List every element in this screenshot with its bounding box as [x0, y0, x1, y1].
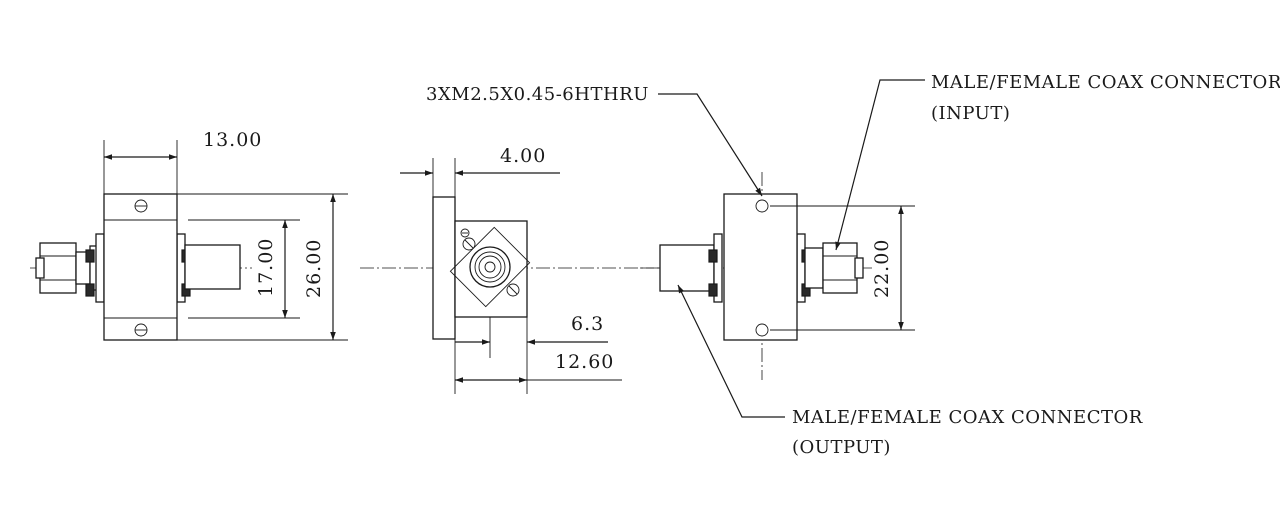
middle-view: 4.00 6.3 12.60: [360, 145, 680, 394]
right-coax-connector: [804, 242, 864, 294]
dim-left-overall-height: 26.00: [177, 193, 348, 341]
callout-input-line2: (INPUT): [931, 103, 1010, 124]
callout-output-line2: (OUTPUT): [792, 437, 891, 458]
dim-left-width: 13.00: [103, 129, 262, 194]
dim-mid-depth-text: 12.60: [555, 351, 614, 373]
right-output-stub: [659, 244, 715, 292]
left-body: [103, 193, 191, 341]
callout-output: MALE/FEMALE COAX CONNECTOR (OUTPUT): [677, 284, 1143, 458]
left-flange-plate: [95, 233, 105, 303]
middle-flange: [432, 196, 456, 340]
middle-connector-face: [449, 226, 531, 308]
right-view: 22.00: [640, 172, 915, 380]
left-output-stub: [184, 244, 241, 290]
right-left-flange: [713, 233, 723, 303]
left-coax-connector: [35, 242, 101, 297]
dim-mid-offset: 6.3: [455, 313, 608, 358]
right-body: [708, 193, 811, 341]
callout-input: MALE/FEMALE COAX CONNECTOR (INPUT): [835, 72, 1280, 251]
dim-mid-thickness: 4.00: [400, 145, 560, 221]
callout-thread: 3XM2.5X0.45-6HTHRU: [426, 84, 763, 197]
dim-left-overall-height-text: 26.00: [303, 239, 325, 298]
callout-thread-text: 3XM2.5X0.45-6HTHRU: [426, 84, 649, 105]
left-view: 13.00 17.00 26.00: [30, 129, 348, 341]
dim-right-hole-spacing: 22.00: [770, 205, 915, 331]
callout-input-line1: MALE/FEMALE COAX CONNECTOR: [931, 72, 1280, 93]
dim-left-width-text: 13.00: [203, 129, 262, 151]
dim-left-inner-height-text: 17.00: [255, 238, 277, 297]
dim-left-inner-height: 17.00: [188, 219, 300, 319]
dim-mid-offset-text: 6.3: [571, 313, 604, 335]
dim-mid-thickness-text: 4.00: [500, 145, 546, 167]
dim-mid-depth: 12.60: [454, 339, 622, 394]
callout-output-line1: MALE/FEMALE COAX CONNECTOR: [792, 407, 1143, 428]
dim-right-hole-spacing-text: 22.00: [871, 239, 893, 298]
